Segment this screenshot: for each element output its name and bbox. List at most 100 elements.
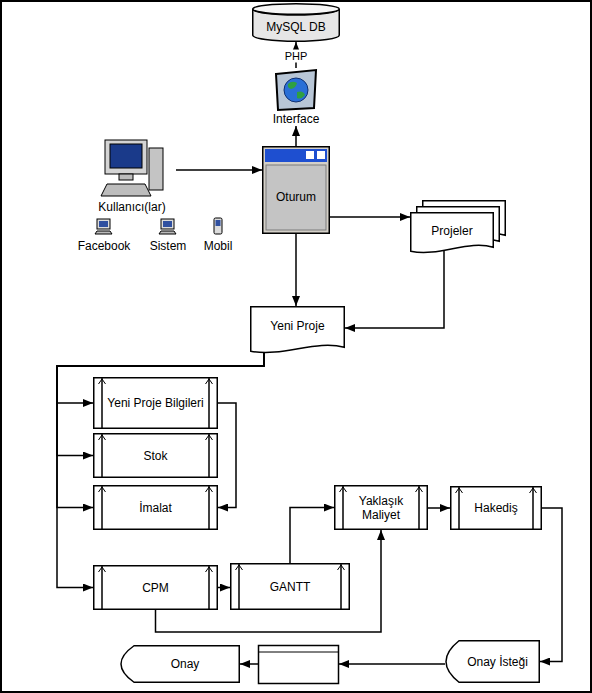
process-side-line (101, 378, 103, 429)
node-text: Oturum (276, 190, 316, 204)
process-side-tick (416, 487, 423, 492)
window-frame (263, 147, 330, 234)
icon-monitor (97, 219, 110, 229)
process-side-tick (206, 435, 213, 440)
process-side-line (101, 566, 103, 610)
mobile-icon (214, 218, 222, 234)
process-side-tick (99, 435, 106, 440)
project-stack: Projeler (410, 200, 506, 256)
process-box: İmalat (93, 485, 218, 530)
connector (218, 403, 236, 508)
icon-screen (216, 220, 221, 226)
process-side-line (208, 378, 210, 429)
node-text: Kullanıcı(lar) (98, 200, 165, 214)
process-side-tick (206, 487, 213, 492)
process-side-line (208, 486, 210, 530)
process-side-tick (206, 379, 213, 384)
process-side-line (458, 487, 460, 530)
process-side-tick (206, 567, 213, 572)
display-outline (446, 641, 539, 683)
connector (176, 169, 262, 171)
process-side-tick (99, 487, 106, 492)
database-cylinder: MySQL DB (252, 3, 340, 42)
session-window: Oturum (262, 146, 330, 234)
connector (345, 250, 444, 328)
node-text: GANTT (270, 580, 311, 594)
process-side-tick (99, 379, 106, 384)
icon-frame (276, 70, 316, 110)
icon-monitor (161, 219, 174, 229)
icon-stand (119, 174, 133, 180)
icon-label: Sistem (128, 239, 208, 253)
node-text: Hakediş (474, 501, 517, 515)
icon-phone (214, 218, 222, 234)
node-text: Onay İsteği (467, 655, 528, 669)
document-shape: Yeni Proje (250, 306, 345, 356)
process-outline (231, 564, 350, 610)
window-button (317, 151, 325, 159)
icon-keyboard (101, 184, 151, 196)
cylinder-top (253, 4, 340, 15)
connector-label: PHP (283, 50, 310, 63)
process-box: Yeni Proje Bilgileri (93, 377, 218, 429)
approval-request-box: Onay İsteği (445, 640, 540, 683)
storage-box-line (259, 652, 339, 653)
process-side-line (340, 564, 342, 610)
document-outline (251, 307, 345, 353)
icon-land (288, 82, 297, 89)
connector (540, 508, 562, 662)
process-side-tick (530, 488, 537, 493)
approval-box: Onay (120, 645, 240, 683)
connector (57, 350, 264, 588)
process-side-line (101, 486, 103, 530)
stack-page (411, 213, 494, 253)
process-side-line (532, 487, 534, 530)
connector (57, 350, 264, 508)
process-box: Yaklaşık Maliyet (334, 485, 428, 530)
icon-screen (110, 144, 142, 168)
connector (295, 234, 297, 306)
icon-land (297, 91, 305, 98)
process-outline (335, 486, 428, 530)
process-side-tick (99, 567, 106, 572)
process-side-line (238, 564, 240, 610)
icon-globe (284, 78, 308, 102)
icon-keyboard (95, 231, 112, 234)
connector (218, 587, 230, 589)
icon-label: Facebook (64, 239, 144, 253)
window-button (306, 151, 314, 159)
computer-icon (99, 138, 165, 200)
icon-keyboard (159, 231, 176, 234)
connector (330, 216, 410, 218)
node-text: MySQL DB (266, 20, 326, 34)
node-text: Onay (171, 657, 200, 671)
display-outline (121, 646, 239, 683)
process-box: Stok (93, 433, 218, 478)
process-outline (94, 378, 218, 429)
node-text: İmalat (139, 501, 172, 515)
process-side-tick (456, 488, 463, 493)
process-box: Hakediş (450, 486, 542, 530)
process-side-line (342, 486, 344, 530)
node-text: Yeni Proje (270, 319, 324, 333)
window-body (266, 165, 326, 230)
icon-screen (163, 221, 172, 227)
icon-monitor (105, 140, 147, 174)
process-outline (94, 566, 218, 610)
icon-label: Mobil (178, 239, 258, 253)
node-text: Projeler (431, 224, 472, 238)
node-text: Stok (143, 449, 167, 463)
system-icon (159, 219, 176, 234)
globe-icon (272, 68, 320, 112)
arrow-head (339, 660, 349, 668)
process-outline (94, 434, 218, 478)
icon-tower (149, 148, 163, 190)
process-side-tick (338, 565, 345, 570)
connector (290, 508, 334, 564)
facebook-icon (95, 219, 112, 234)
process-side-tick (236, 565, 243, 570)
interface-icon: Interface (262, 68, 330, 126)
process-box: CPM (93, 565, 218, 610)
process-side-line (208, 434, 210, 478)
